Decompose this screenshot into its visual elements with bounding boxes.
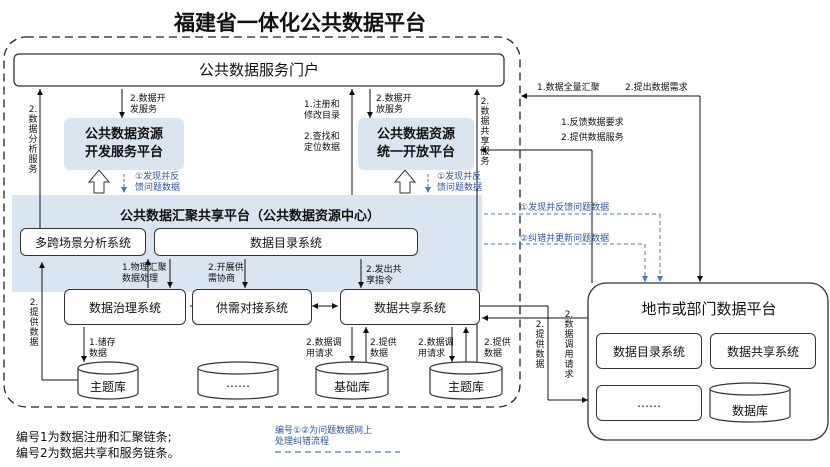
local-catalog-label: 数据目录系统	[612, 344, 685, 359]
vlabel-provide-right: 2.提供数据	[535, 320, 545, 370]
label-full-aggregate: 1.数据全量汇聚	[537, 83, 600, 93]
db-theme2-shape	[429, 361, 503, 400]
label-feedback-open: ①发现并反 馈问题数据	[437, 172, 483, 193]
db-ellipsis-label: ……	[226, 376, 250, 390]
vlabel-share-service: 2.数据共享服务	[480, 97, 490, 167]
vlabel-provide-left: 2.提供数据	[29, 298, 39, 348]
db-theme2-label: 主题库	[447, 380, 484, 394]
label-supply: 2.开展供 需协商	[208, 263, 244, 284]
label-dev-service: 2.数据开 发服务	[130, 94, 166, 115]
label-feedback-dev: ①发现并反 馈问题数据	[135, 172, 181, 193]
label-correct: ②纠错并更新问题数据	[520, 234, 610, 244]
label-provide-service: 2.提供数据服务	[561, 133, 624, 143]
sharing-system: 数据共享系统	[340, 289, 480, 325]
portal-label: 公共数据服务门户	[198, 61, 319, 79]
local-sharing-label: 数据共享系统	[726, 344, 799, 359]
label-find: 2.查找和 定位数据	[304, 132, 341, 153]
local-ellipsis-label: ……	[637, 396, 661, 410]
local-sharing-system: 数据共享系统	[710, 333, 816, 369]
label-demand: 2.提出数据需求	[625, 83, 688, 93]
supply-system: 供需对接系统	[192, 289, 312, 325]
label-physical: 1.物理汇聚 数据处理	[122, 263, 167, 284]
governance-system-label: 数据治理系统	[88, 300, 161, 315]
note-correction: 编号①②为问题数据网上 处理纠错流程	[275, 426, 373, 447]
dev-platform: 公共数据资源 开发服务平台	[64, 118, 184, 170]
outer-frame	[3, 36, 521, 408]
vlabel-analysis: 2.数据分析服务	[28, 105, 38, 175]
local-db-shape	[709, 382, 791, 423]
vlabel-call-right: 2.数据调用请求	[564, 310, 574, 380]
label-give-theme: 2.提供 数据	[484, 338, 511, 359]
page-title: 福建省一体化公共数据平台	[174, 11, 426, 35]
local-platform-title: 地市或部门数据平台	[641, 300, 777, 318]
note-chain2: 编号2为数据共享和服务链条。	[16, 446, 180, 460]
open-platform-label: 公共数据资源 统一开放平台	[376, 127, 455, 160]
label-call-base: 2.数据调 用请求	[306, 338, 342, 359]
label-issue: 2.发出共 享指令	[366, 265, 402, 286]
label-store: 1.储存 数据	[89, 338, 116, 359]
note-chain1: 编号1为数据注册和汇聚链条;	[16, 430, 172, 444]
label-call-theme: 2.数据调 用请求	[418, 338, 454, 359]
hub-title: 公共数据汇聚共享平台（公共数据资源中心）	[119, 209, 380, 224]
sharing-system-label: 数据共享系统	[373, 300, 446, 315]
portal-box	[13, 53, 505, 87]
catalog-system: 数据目录系统	[154, 228, 418, 256]
db-base-label: 基础库	[333, 380, 370, 394]
multi-scene-system: 多跨场景分析系统	[20, 228, 146, 256]
governance-system: 数据治理系统	[64, 289, 186, 325]
local-catalog-system: 数据目录系统	[596, 333, 702, 369]
db-theme1-label: 主题库	[89, 380, 126, 394]
supply-system-label: 供需对接系统	[215, 300, 288, 315]
label-give-base: 2.提供 数据	[370, 338, 397, 359]
local-ellipsis-box: ……	[596, 385, 702, 421]
label-register: 1.注册和 修改目录	[304, 100, 341, 121]
label-feedback-req: 1.反馈数据要求	[561, 118, 624, 128]
label-open-service: 2.数据开 放服务	[376, 94, 412, 115]
local-db-label: 数据库	[731, 404, 768, 418]
catalog-system-label: 数据目录系统	[249, 235, 322, 250]
label-feedback-right: ①发现并反馈问题数据	[520, 203, 610, 213]
db-theme1-shape	[77, 361, 139, 400]
db-base-shape	[315, 361, 389, 400]
db-ellipsis-shape	[197, 361, 279, 400]
open-platform: 公共数据资源 统一开放平台	[358, 118, 474, 170]
dev-platform-label: 公共数据资源 开发服务平台	[84, 127, 163, 160]
multi-scene-label: 多跨场景分析系统	[34, 235, 131, 250]
